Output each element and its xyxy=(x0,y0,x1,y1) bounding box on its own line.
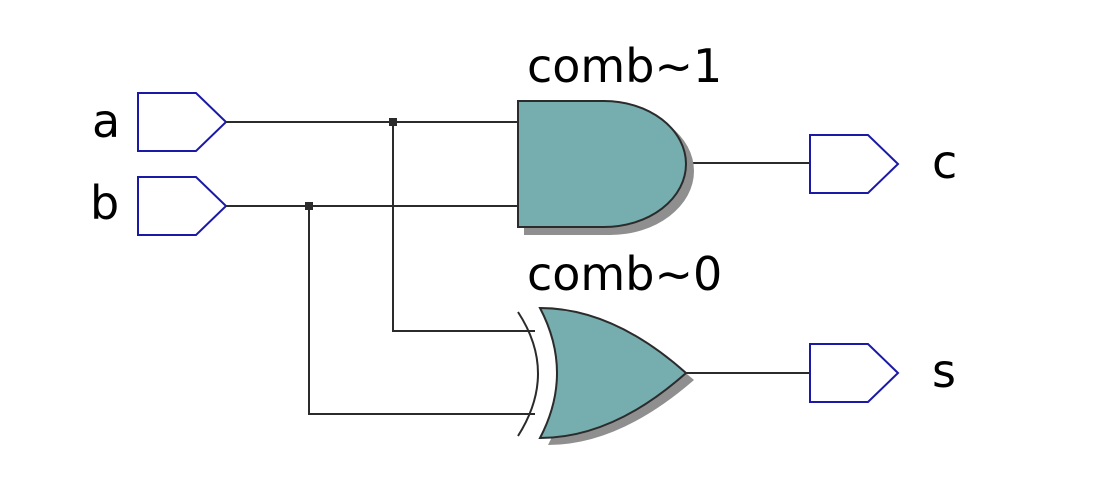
junction-a xyxy=(389,118,397,126)
output-port-s-shape xyxy=(809,343,900,403)
output-port-s[interactable]: s xyxy=(809,343,956,403)
junction-b xyxy=(305,202,313,210)
and-gate-body xyxy=(517,100,688,228)
wires xyxy=(226,121,810,415)
xor-gate-body xyxy=(538,306,688,440)
input-port-b[interactable]: b xyxy=(90,176,228,236)
and-gate[interactable]: comb~1 xyxy=(517,39,722,235)
input-port-a-shape xyxy=(137,92,228,152)
output-port-c[interactable]: c xyxy=(809,134,957,194)
input-port-a-label: a xyxy=(92,94,120,148)
wire-b-to-xor xyxy=(308,206,535,415)
input-port-b-label: b xyxy=(90,176,119,230)
wire-a-to-xor xyxy=(392,122,535,332)
input-port-b-shape xyxy=(137,176,228,236)
xor-gate-input-arc xyxy=(517,311,539,437)
input-port-a[interactable]: a xyxy=(92,92,228,152)
and-gate-label: comb~1 xyxy=(527,39,722,93)
xor-gate[interactable]: comb~0 xyxy=(517,247,722,445)
xor-gate-label: comb~0 xyxy=(527,247,722,301)
output-port-c-label: c xyxy=(932,135,957,189)
output-port-c-shape xyxy=(809,134,900,194)
output-port-s-label: s xyxy=(932,344,956,398)
